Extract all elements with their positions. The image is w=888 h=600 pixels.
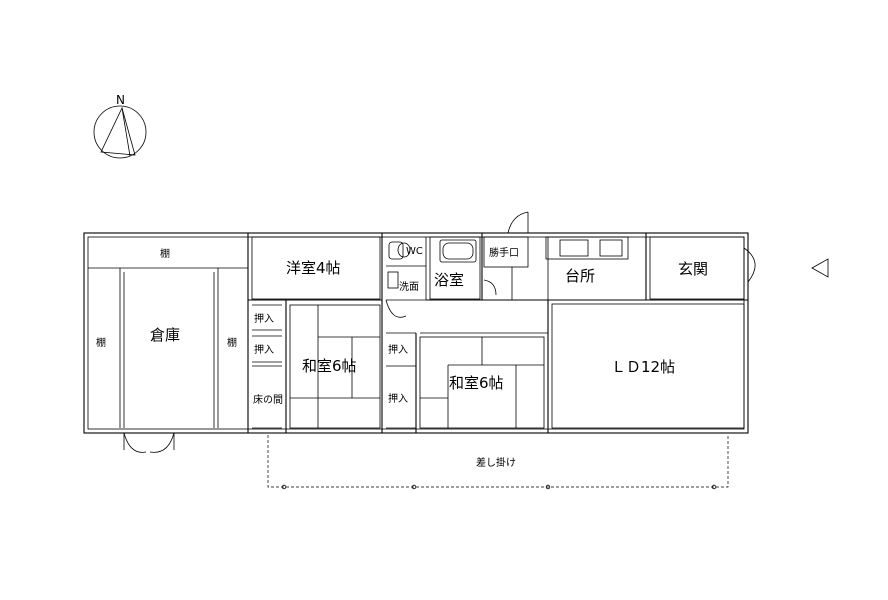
label-shelf-left: 棚 [96, 336, 106, 349]
label-japanese-room-2: 和室6帖 [449, 374, 504, 392]
entrance-arrow-icon [811, 258, 829, 278]
label-canopy: 差し掛け [476, 456, 516, 469]
label-storage: 倉庫 [150, 326, 180, 344]
label-shelf-right: 棚 [227, 336, 237, 349]
sink-icon [387, 271, 399, 289]
label-shelf-top: 棚 [160, 247, 170, 260]
storage-door-icon [123, 432, 175, 453]
label-japanese-room-1: 和室6帖 [302, 357, 357, 375]
label-living-dining: ＬＤ12帖 [611, 358, 675, 376]
label-closet-1: 押入 [254, 312, 274, 325]
bathtub-icon [439, 239, 477, 263]
label-closet-2: 押入 [254, 343, 274, 356]
label-alcove: 床の間 [253, 393, 283, 406]
compass-icon [93, 105, 147, 159]
label-bathroom: 浴室 [434, 271, 464, 289]
label-service-door: 勝手口 [489, 246, 519, 259]
label-wc: WC [406, 246, 423, 257]
label-western-room: 洋室4帖 [286, 259, 341, 277]
compass-label: N [116, 93, 125, 107]
label-washroom: 洗面 [399, 281, 419, 293]
label-entrance: 玄関 [678, 260, 708, 278]
label-kitchen: 台所 [565, 267, 595, 285]
kitchen-counter-icon [545, 236, 629, 260]
label-closet-4: 押入 [388, 392, 408, 405]
label-closet-3: 押入 [388, 343, 408, 356]
toilet-icon [388, 241, 404, 260]
